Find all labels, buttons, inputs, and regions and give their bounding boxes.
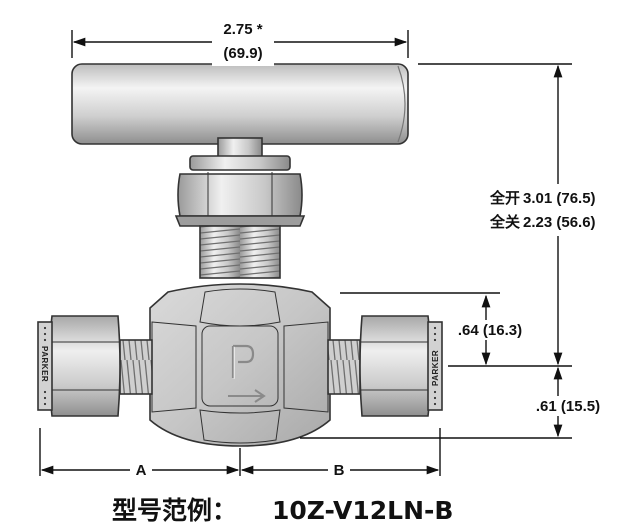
- base-offset-value: .61 (15.5): [536, 398, 600, 415]
- base-offset-dimension: .61 (15.5): [300, 366, 612, 439]
- valve-stem: [189, 137, 291, 171]
- model-example-code: 10Z-V12LN-B: [272, 496, 453, 525]
- valve-illustration: PARKER PARKER: [37, 63, 443, 447]
- left-nut-brand: PARKER: [40, 346, 49, 382]
- port-offset-dimension: .64 (16.3): [340, 292, 572, 367]
- parker-p-logo: [231, 344, 255, 379]
- tee-handle: [71, 63, 409, 145]
- left-nut-dots: [43, 326, 47, 406]
- dimension-annotations: 2.75 * (69.9) 全开 3.01 (76.5) 全关 2.23 (56…: [39, 18, 612, 480]
- port-offset-value: .64 (16.3): [458, 322, 522, 339]
- packing-nut: [174, 172, 306, 227]
- a-b-dimensions: A B: [39, 428, 441, 480]
- height-open-value: 3.01 (76.5): [523, 190, 596, 207]
- model-example-label: 型号范例：: [112, 496, 237, 525]
- handle-width-inch: 2.75 *: [223, 21, 262, 38]
- right-nut-dots: [433, 326, 437, 406]
- flow-direction-arrow-icon: [228, 389, 266, 403]
- dim-b-label: B: [334, 462, 345, 479]
- handle-width-dimension: 2.75 * (69.9): [71, 18, 409, 66]
- bonnet-thread: [199, 225, 281, 279]
- left-port-fitting: PARKER: [37, 315, 153, 417]
- model-example-caption: 型号范例： 10Z-V12LN-B: [112, 496, 453, 525]
- handle-width-mm: (69.9): [223, 45, 262, 62]
- height-open-label: 全开: [489, 189, 520, 207]
- height-closed-label: 全关: [489, 213, 520, 231]
- height-closed-value: 2.23 (56.6): [523, 214, 596, 231]
- right-nut-brand: PARKER: [431, 350, 440, 386]
- overall-height-dimension: 全开 3.01 (76.5) 全关 2.23 (56.6): [418, 63, 606, 366]
- right-port-fitting: PARKER: [327, 315, 443, 417]
- valve-body: [149, 283, 331, 447]
- dim-a-label: A: [136, 462, 147, 479]
